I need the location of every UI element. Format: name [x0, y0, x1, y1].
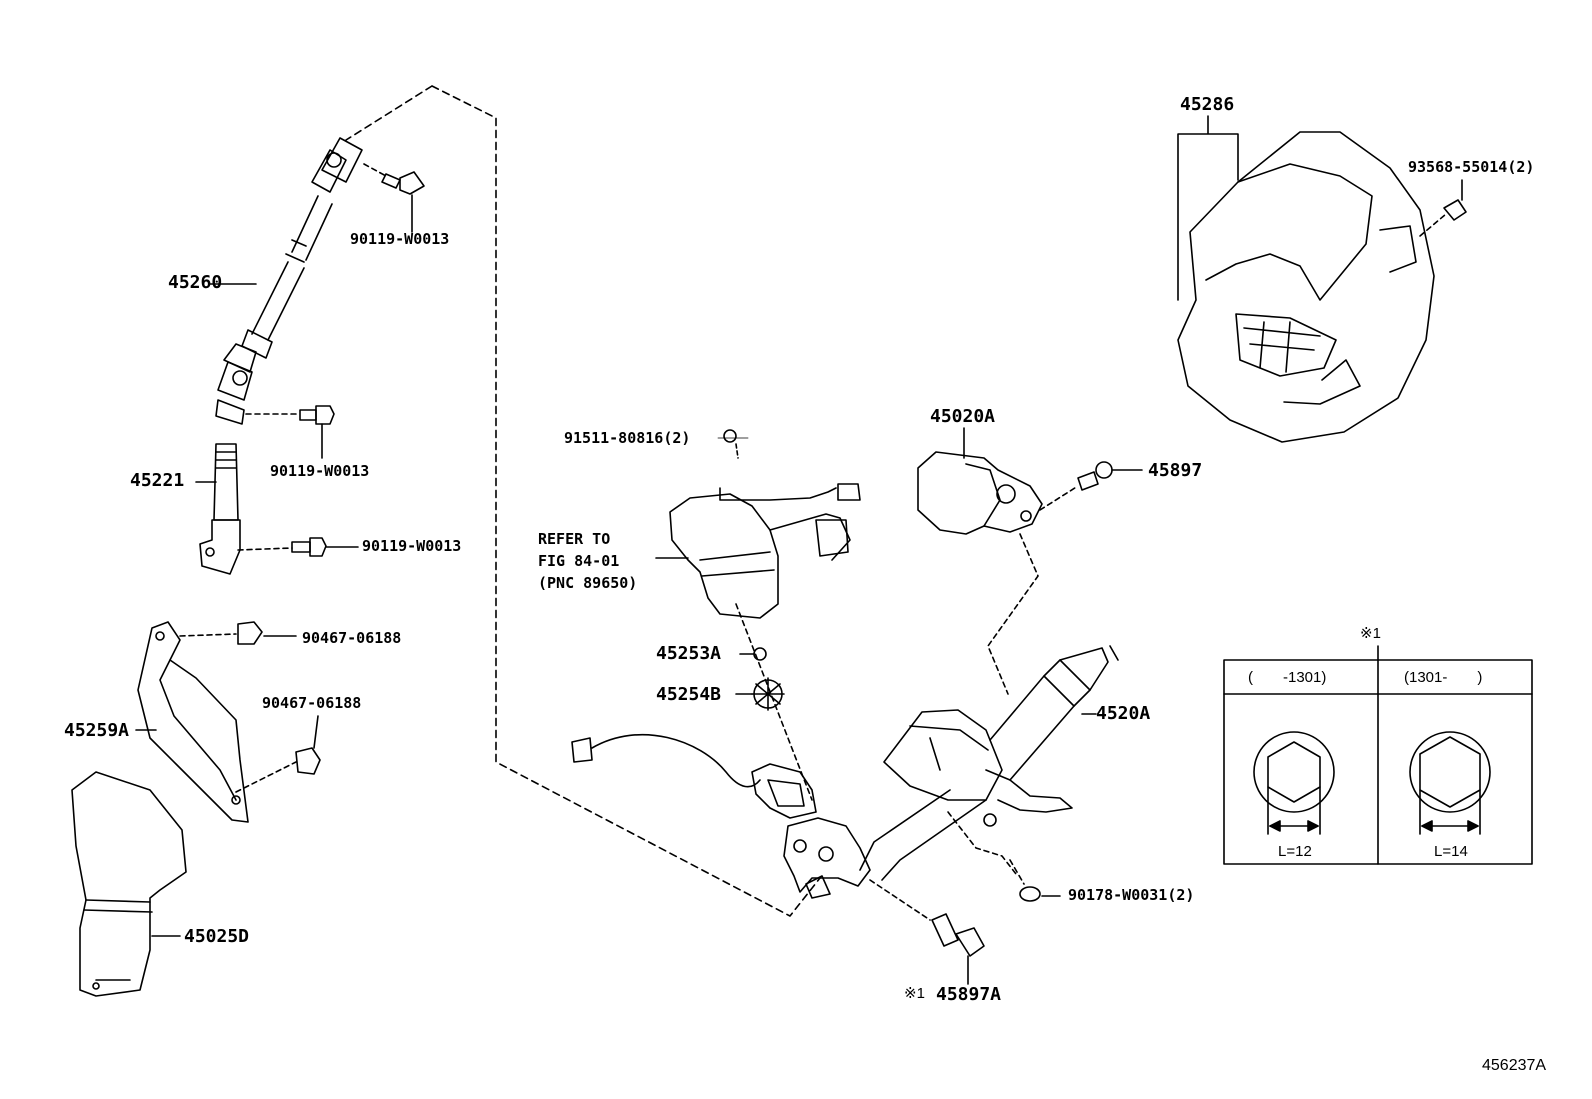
ignition-switch-45020A	[917, 427, 1043, 695]
steering-shaft-45221	[199, 443, 241, 575]
part-label-91511-80816: 91511-80816(2)	[564, 429, 691, 447]
note-table-dim-left: L=12	[1278, 843, 1312, 860]
part-label-90119-w0013-a: 90119-W0013	[350, 230, 450, 248]
diagram-id: 456237A	[1482, 1057, 1547, 1074]
part-label-90178-w0031: 90178-W0031(2)	[1068, 886, 1195, 904]
part-label-93568-55014: 93568-55014(2)	[1408, 158, 1535, 176]
part-label-90467-06188-a: 90467-06188	[302, 629, 402, 647]
bolt-90119-c	[237, 537, 359, 557]
part-label-45897A: 45897A	[936, 984, 1002, 1005]
part-label-45259A: 45259A	[64, 720, 130, 741]
column-lower-yoke	[751, 763, 871, 899]
wire-harness	[571, 733, 761, 788]
note-table-header-right: (1301- )	[1404, 669, 1483, 686]
cancel-cam-45253A	[739, 647, 767, 661]
part-label-45221: 45221	[130, 470, 185, 491]
note-table-marker: ※1	[1360, 625, 1381, 642]
spiral-cable-assembly	[655, 429, 861, 801]
clip-90467-b	[235, 715, 321, 793]
note-table-header-left: ( -1301)	[1248, 669, 1327, 686]
bolt-90119-b	[245, 405, 335, 459]
clip-90467-a	[179, 621, 297, 645]
cancel-cam-45254B	[735, 677, 785, 711]
part-label-4520A: 4520A	[1096, 703, 1151, 724]
part-label-45025D: 45025D	[184, 926, 250, 947]
screw-93568	[1419, 179, 1467, 237]
part-label-45253A: 45253A	[656, 643, 722, 664]
part-label-45020A: 45020A	[930, 406, 996, 427]
bolt-45897	[1039, 461, 1143, 511]
nut-90178	[1009, 859, 1061, 902]
refer-note-line1: REFER TO	[538, 530, 611, 548]
note-marker-45897A: ※1	[904, 985, 925, 1002]
refer-note-line3: (PNC 89650)	[538, 574, 638, 592]
dust-boot-45025D	[71, 771, 187, 997]
bolt-45897A	[869, 879, 985, 985]
steering-column-4520A	[859, 645, 1119, 881]
note-table	[1223, 645, 1533, 865]
column-bracket-45259A	[137, 621, 249, 823]
leader-45286	[1177, 115, 1239, 301]
bolt-90119-a	[363, 163, 425, 233]
part-label-90119-w0013-b: 90119-W0013	[270, 462, 370, 480]
part-label-45286: 45286	[1180, 94, 1235, 115]
refer-note-line2: FIG 84-01	[538, 552, 620, 570]
note-table-dim-right: L=14	[1434, 843, 1468, 860]
part-label-90119-w0013-c: 90119-W0013	[362, 537, 462, 555]
part-label-45254B: 45254B	[656, 684, 722, 705]
part-label-90467-06188-b: 90467-06188	[262, 694, 362, 712]
column-cover-45286	[1177, 131, 1435, 443]
part-label-45897: 45897	[1148, 460, 1203, 481]
dashed-boundary	[345, 85, 821, 917]
intermediate-shaft-45260	[215, 137, 363, 425]
part-label-45260: 45260	[168, 272, 223, 293]
